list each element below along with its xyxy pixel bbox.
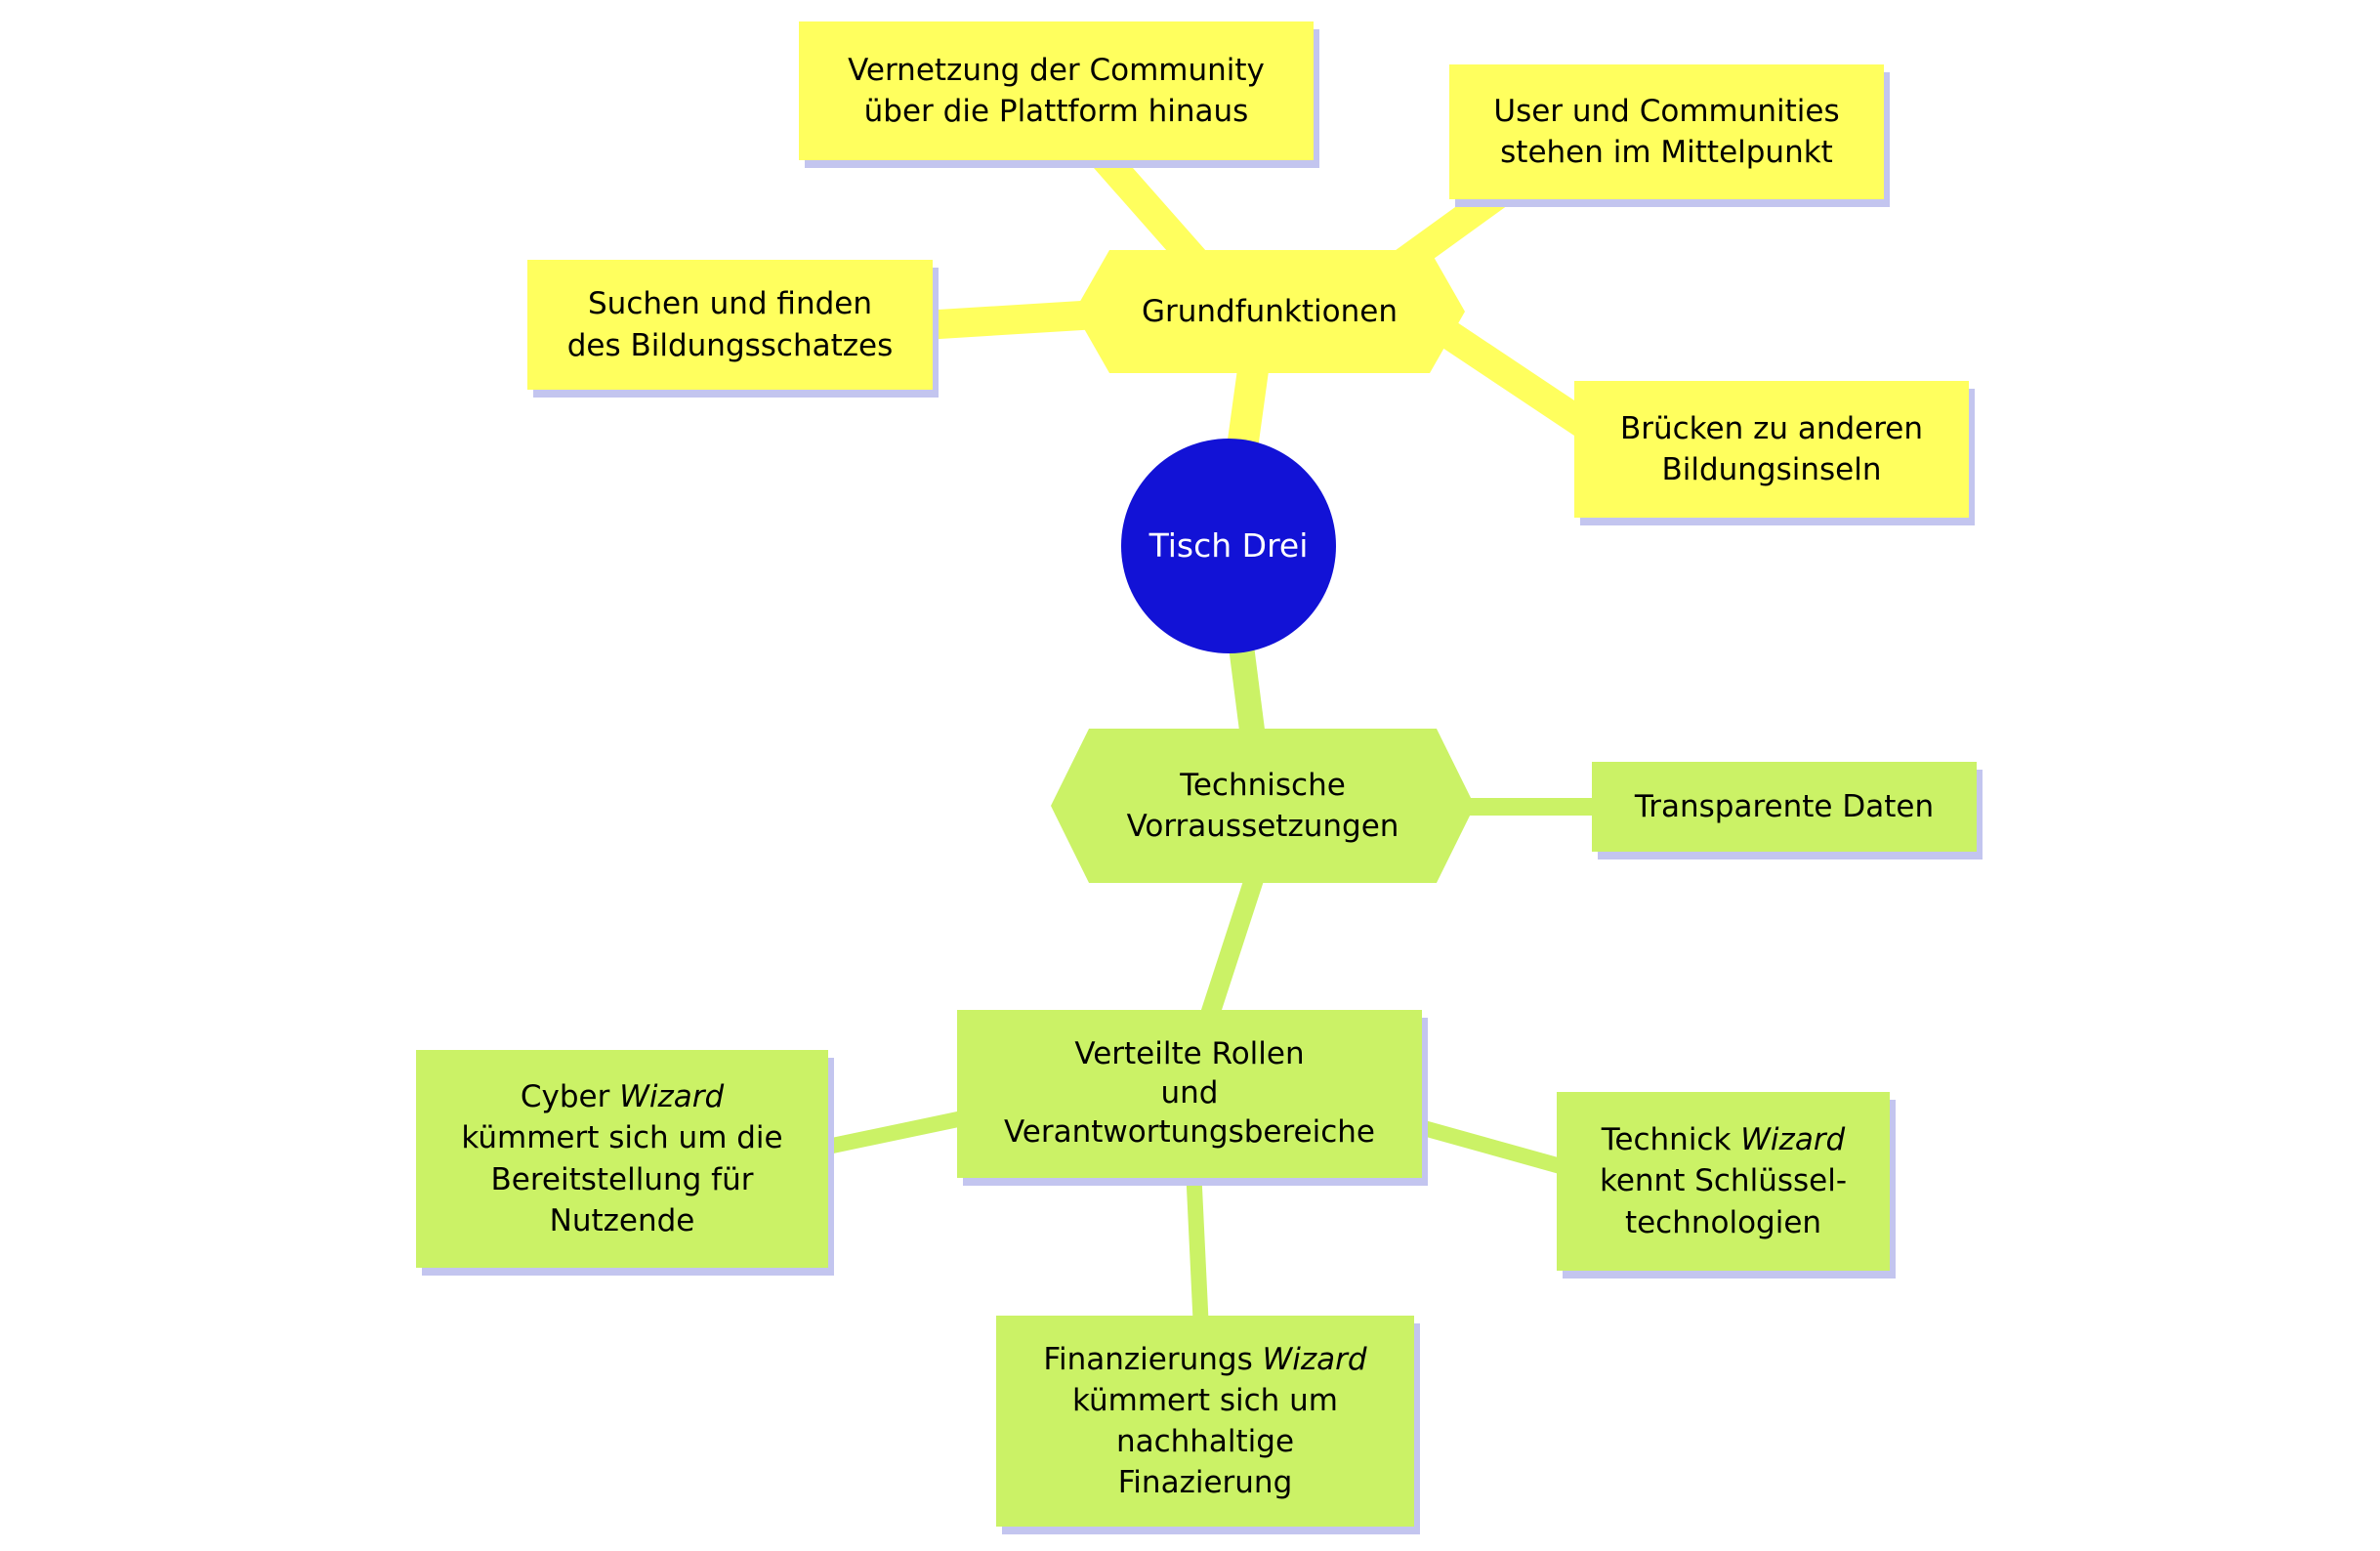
node-text-line: des Bildungsschatzes [566,327,894,363]
node-text-segment-italic: Wizard [619,1079,725,1115]
node-text-line: Vorraussetzungen [1126,809,1399,844]
node-suchen-finden[interactable]: Suchen und finden des Bildungsschatzes [527,260,933,390]
node-text-line: über die Plattform hinaus [863,94,1249,129]
connector-technische-verteilte [1193,860,1269,1039]
root-label: Tisch Drei [1148,525,1309,565]
node-technick-wizard[interactable]: Technick Wizard kennt Schlüssel- technol… [1557,1092,1890,1271]
node-text-line: Finanzierungs Wizard [1043,1339,1366,1380]
node-text-segment: Technick [1601,1122,1741,1158]
node-text-line: kennt Schlüssel- [1599,1163,1848,1199]
node-cyber-wizard[interactable]: Cyber Wizard kümmert sich um die Bereits… [416,1050,828,1268]
connector-verteilte-finanzierung [1186,1166,1209,1331]
node-text-line: Verteilte Rollen [1074,1036,1305,1072]
node-text-line: Bildungsinseln [1661,452,1882,487]
node-text-line: Nutzende [549,1202,695,1238]
node-text-line: Grundfunktionen [1141,293,1398,329]
node-text-line: Technische [1180,767,1346,803]
node-text-line: Brücken zu anderen [1619,410,1924,446]
node-vernetzung[interactable]: Vernetzung der Community über die Plattf… [799,21,1314,160]
node-text-segment: Cyber [520,1079,620,1115]
node-text-line: kümmert sich um die [461,1120,783,1156]
node-text-line: und [1160,1075,1219,1111]
node-text-line: kümmert sich um [1071,1382,1339,1418]
node-text-line: User und Communities [1493,93,1840,129]
node-finanzierungs-wizard[interactable]: Finanzierungs Wizard kümmert sich um nac… [996,1316,1414,1527]
node-grundfunktionen[interactable]: Grundfunktionen [1074,250,1465,373]
node-technische-vorraussetzungen[interactable]: Technische Vorraussetzungen [1051,729,1475,883]
node-text-line: Verantwortungsbereiche [1003,1113,1376,1150]
node-text-line: Cyber Wizard [521,1076,724,1117]
node-text-line: Suchen und finden [588,286,872,322]
connector-verteilte-technick [1403,1115,1577,1178]
node-root-tisch-drei[interactable]: Tisch Drei [1121,439,1336,653]
node-text-line: Technick Wizard [1602,1119,1846,1160]
node-verteilte-rollen[interactable]: Verteilte Rollen und Verantwortungsberei… [957,1010,1422,1178]
node-user-communities[interactable]: User und Communities stehen im Mittelpun… [1449,64,1884,199]
node-text-line: Transparente Daten [1634,788,1935,824]
node-text-line: stehen im Mittelpunkt [1500,135,1833,170]
node-text-line: Finazierung [1117,1465,1293,1501]
node-transparente-daten[interactable]: Transparente Daten [1592,762,1977,852]
node-text-line: Bereitstellung für [490,1161,754,1197]
node-bruecken[interactable]: Brücken zu anderen Bildungsinseln [1574,381,1969,518]
node-text-line: nachhaltige [1115,1424,1295,1459]
node-text-line: Vernetzung der Community [848,52,1265,88]
node-text-segment: Finanzierungs [1043,1341,1263,1377]
connector-verteilte-cyber [816,1108,979,1156]
node-text-segment-italic: Wizard [1740,1122,1846,1158]
node-text-line: technologien [1624,1204,1822,1240]
node-text-segment-italic: Wizard [1262,1341,1367,1377]
